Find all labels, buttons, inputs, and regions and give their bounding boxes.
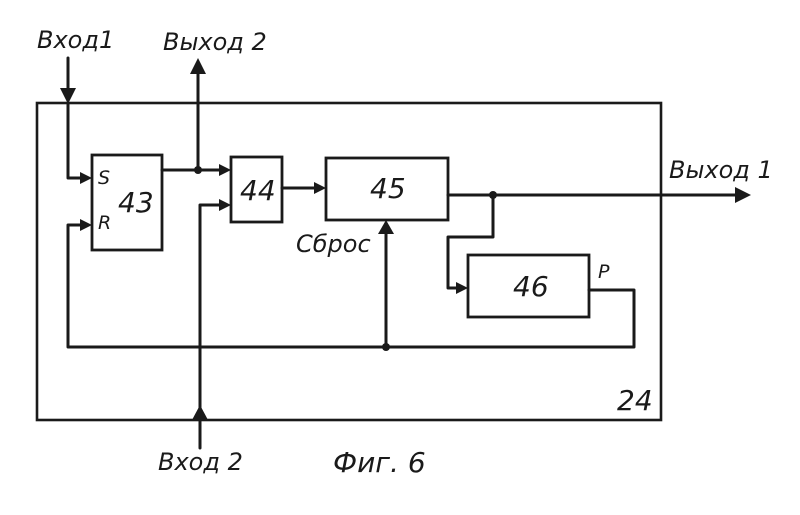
block-46-number: 46 — [513, 270, 549, 303]
pin-p-label: P — [598, 261, 610, 283]
figure-caption: Фиг. 6 — [333, 446, 426, 479]
input2-label: Вход 2 — [158, 448, 243, 476]
block45-input-arrowhead — [314, 182, 326, 194]
block44-top-input-arrowhead — [219, 164, 231, 176]
output2-arrowhead — [190, 58, 206, 74]
input2-arrowhead — [192, 405, 208, 420]
block-45-number: 45 — [370, 172, 406, 205]
input1-arrowhead — [60, 88, 76, 104]
input1-label: Вход1 — [37, 26, 114, 54]
reset-arrowhead — [378, 220, 394, 234]
block46-input-arrowhead — [456, 282, 468, 294]
s-input-arrowhead — [80, 172, 92, 184]
r-input-arrowhead — [80, 219, 92, 231]
block-43-number: 43 — [118, 186, 154, 219]
output1-label: Выход 1 — [669, 156, 773, 184]
pin-s-label: S — [98, 167, 110, 189]
block44-bottom-input-arrowhead — [219, 199, 231, 211]
block-44-number: 44 — [240, 174, 276, 207]
output1-arrowhead — [735, 187, 751, 203]
input1-to-s-wire — [68, 104, 84, 178]
reset-label: Сброс — [296, 230, 371, 258]
unit-24-number: 24 — [617, 384, 653, 417]
pin-r-label: R — [98, 212, 111, 234]
output2-label: Выход 2 — [163, 28, 267, 56]
